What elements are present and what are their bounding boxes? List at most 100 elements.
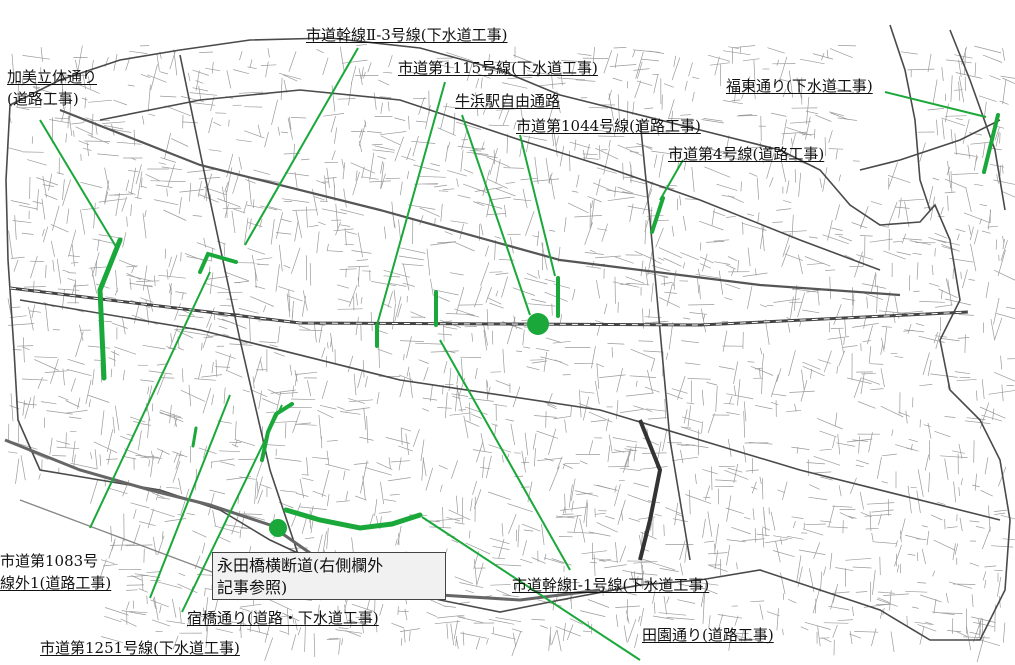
street-segment [247,628,269,635]
street-segment [322,531,327,554]
street-segment [869,363,884,365]
street-segment [75,331,84,358]
street-segment [46,410,73,415]
street-segment [680,252,699,261]
street-segment [406,71,428,76]
street-segment [862,283,887,289]
street-segment [153,275,156,287]
street-segment [907,553,916,556]
street-segment [380,162,385,190]
street-segment [707,511,713,537]
street-segment [754,404,773,410]
street-segment [146,595,148,605]
street-segment [930,514,943,521]
street-segment [741,76,751,99]
street-segment [962,269,968,289]
street-segment [634,80,642,99]
street-segment [979,406,1006,419]
street-segment [141,574,144,591]
callout-line-2: 記事参照) [217,578,288,597]
street-segment [69,430,77,433]
street-segment [634,571,637,591]
street-segment [105,296,116,299]
street-segment [944,458,949,480]
street-segment [972,484,980,488]
street-segment [593,484,618,491]
street-segment [11,256,25,259]
street-segment [756,177,760,200]
street-segment [684,81,688,91]
street-segment [430,278,434,296]
street-segment [562,582,580,584]
street-segment [348,619,371,627]
street-segment [91,113,94,138]
street-segment [399,340,424,342]
street-segment [776,208,792,211]
street-segment [596,178,601,196]
street-segment [737,379,741,406]
street-segment [146,286,153,312]
street-segment [485,287,492,303]
street-segment [868,432,873,453]
street-segment [522,540,527,556]
street-segment [711,208,715,226]
street-segment [437,127,456,136]
street-segment [254,477,257,504]
street-segment [526,366,540,371]
street-segment [322,57,329,76]
street-segment [233,69,250,75]
street-segment [399,181,403,196]
street-segment [647,181,654,199]
street-segment [700,308,707,333]
street-segment [442,506,444,528]
street-segment [326,638,341,640]
street-segment [365,467,392,476]
street-segment [343,188,347,208]
street-segment [709,62,730,66]
street-segment [419,215,424,225]
street-segment [751,486,758,490]
street-segment [805,523,826,526]
street-segment [576,174,580,188]
street-segment [80,209,86,235]
street-segment [67,358,85,365]
street-segment [104,615,122,623]
street-segment [100,410,105,436]
street-segment [91,267,97,294]
street-segment [517,524,520,548]
street-segment [370,280,397,287]
street-segment [819,448,832,451]
street-segment [221,318,247,329]
street-segment [134,196,142,199]
street-segment [981,414,1003,422]
street-segment [56,446,80,450]
street-segment [908,275,911,291]
street-segment [952,268,954,279]
street-segment [847,515,857,519]
street-segment [429,526,452,529]
street-segment [776,59,780,66]
street-segment [97,153,119,157]
street-segment [571,190,579,193]
street-segment [654,116,660,136]
street-segment [27,159,47,166]
street-segment [91,252,100,277]
street-segment [828,148,844,150]
street-segment [130,157,137,161]
street-segment [129,50,148,54]
street-segment [144,210,147,218]
street-segment [374,499,378,517]
street-segment [389,493,400,496]
street-segment [483,324,488,346]
street-segment [806,262,825,266]
street-segment [868,346,872,364]
street-segment [997,576,1002,597]
street-segment [460,149,464,172]
street-segment [681,340,700,344]
street-segment [945,278,951,295]
street-segment [1000,240,1008,262]
street-segment [862,292,884,301]
street-segment [880,344,884,355]
street-segment [772,550,795,558]
street-segment [108,487,128,495]
